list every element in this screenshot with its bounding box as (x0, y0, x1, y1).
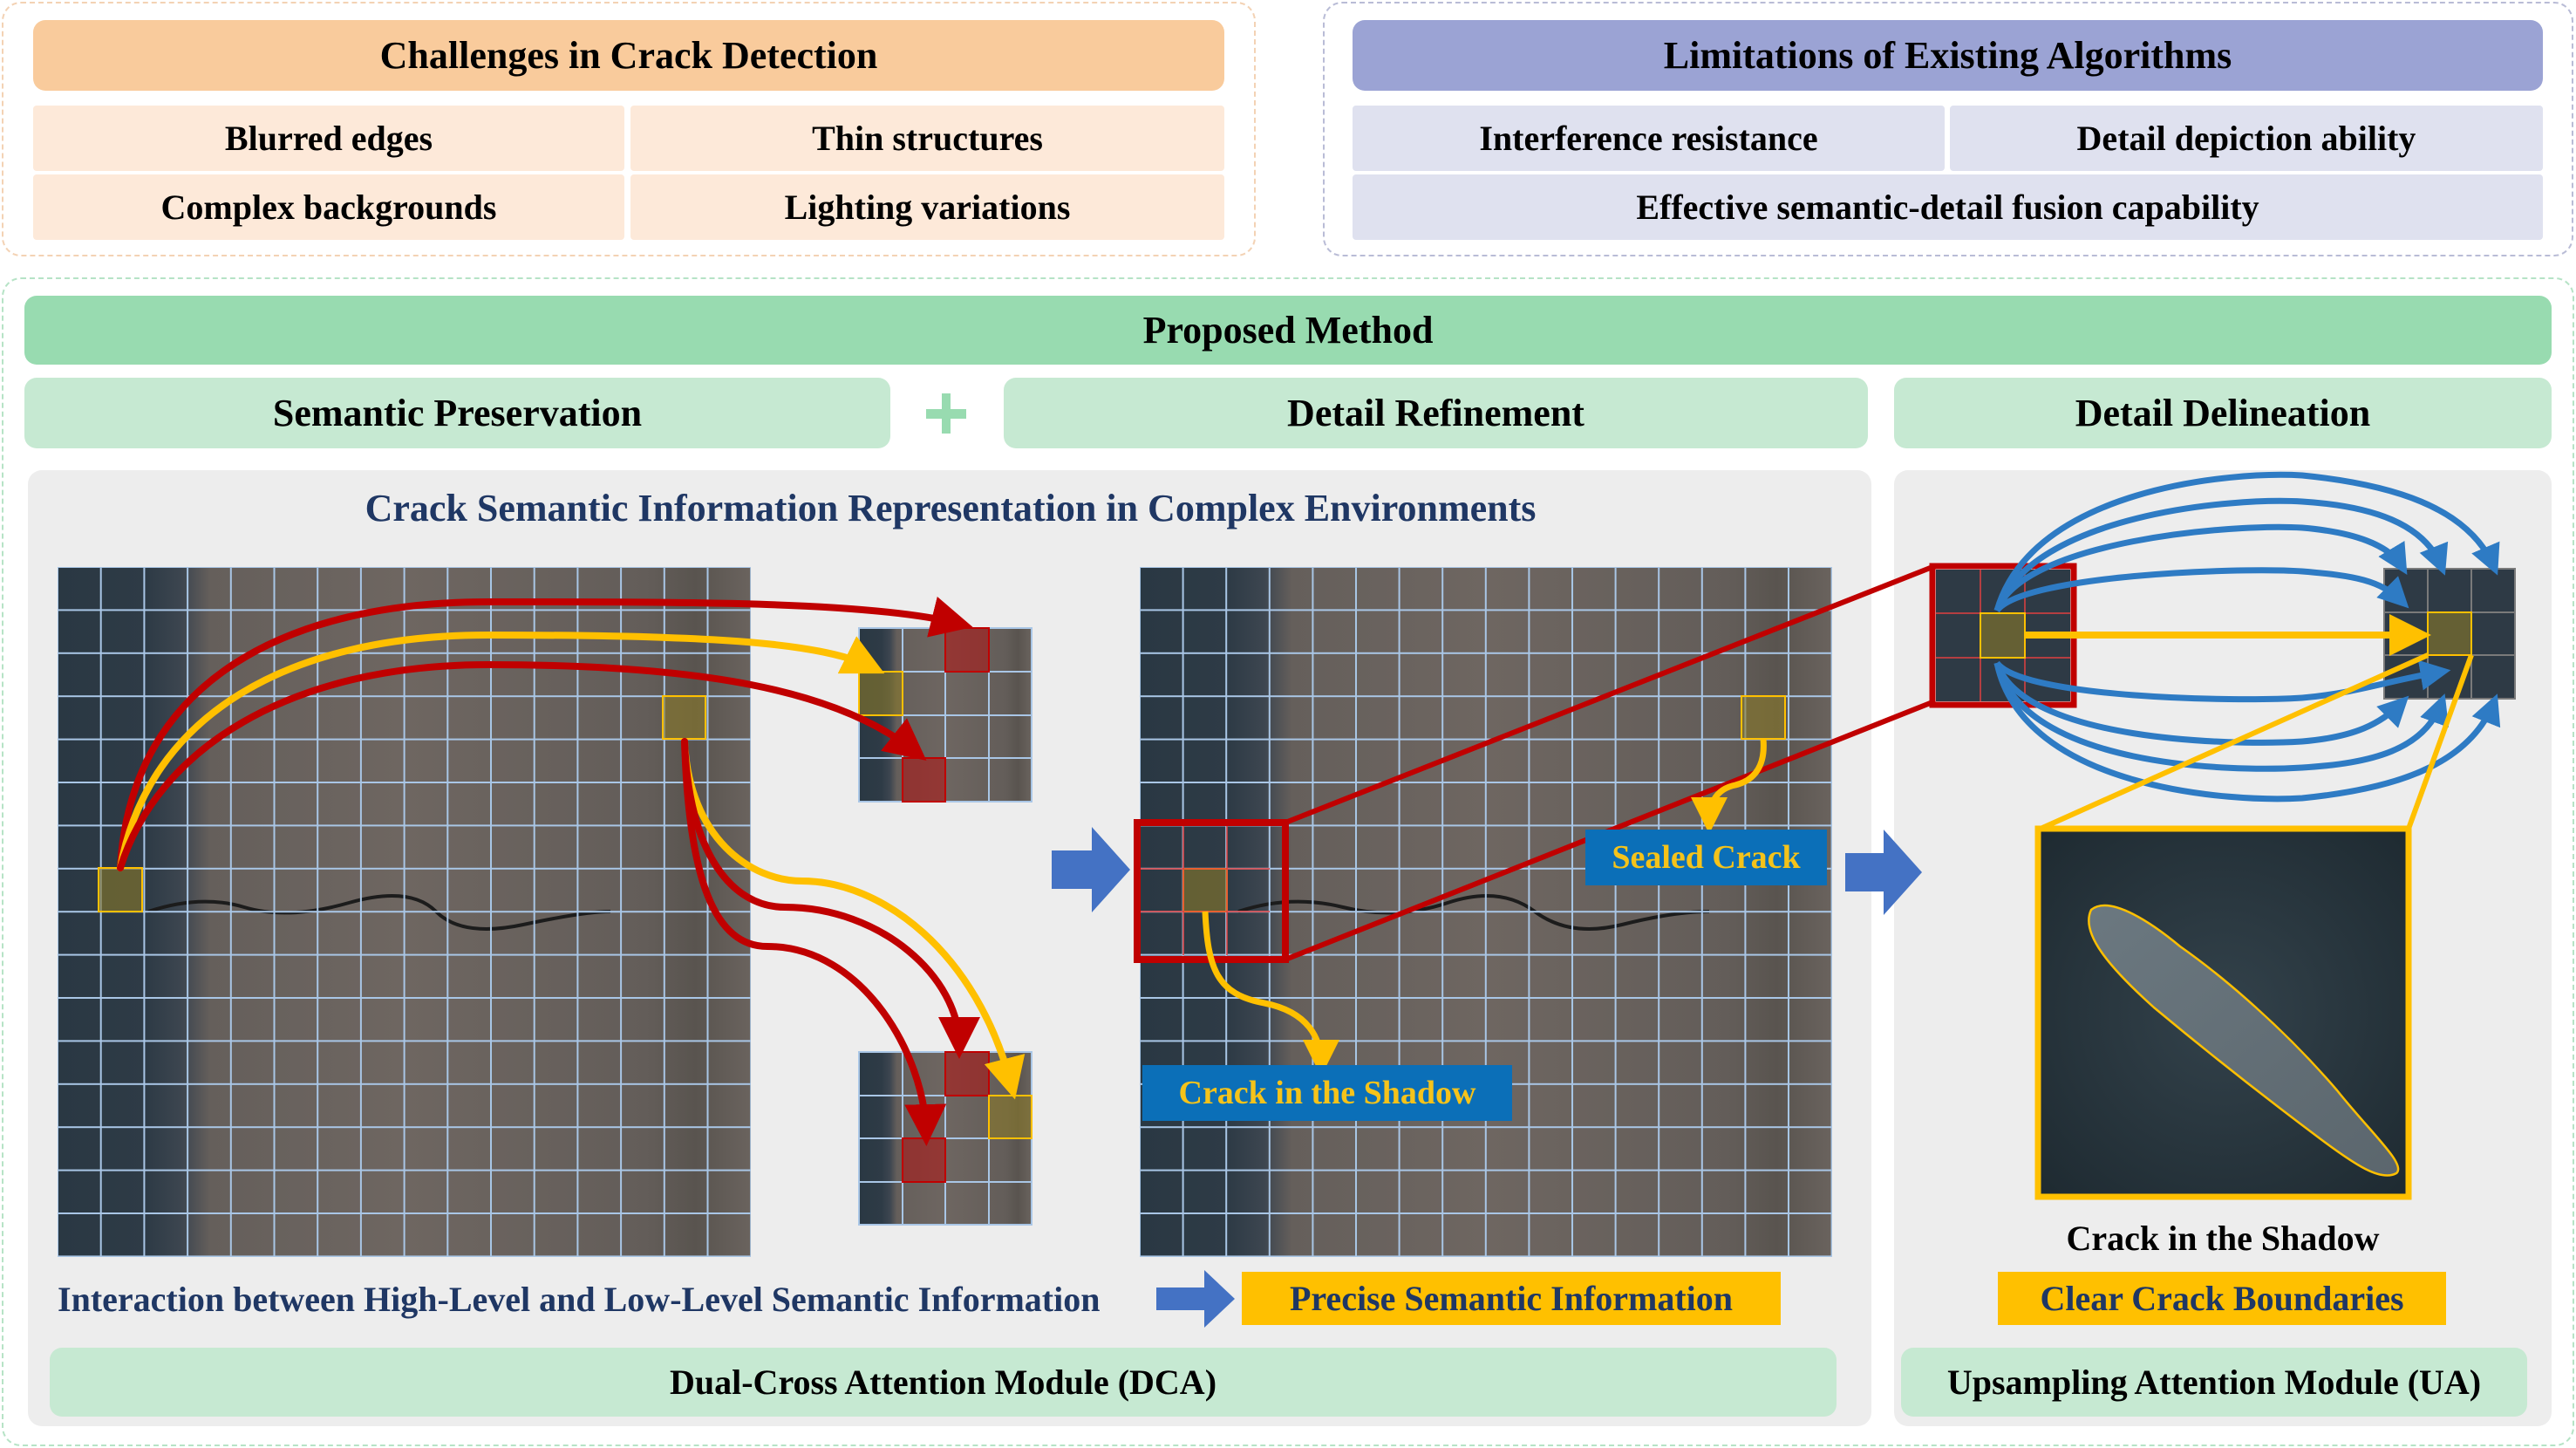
attention-arrow-yellow (117, 631, 885, 871)
zoom-caption: Crack in the Shadow (2066, 1218, 2380, 1258)
attention-arrow-red (117, 596, 973, 871)
dca-module-label: Dual-Cross Attention Module (DCA) (50, 1348, 1837, 1417)
callout-sealed-crack: Sealed Crack (1585, 830, 1827, 885)
input-image-left (58, 567, 751, 1257)
callout-arrow (1691, 738, 1767, 834)
limitation-item: Detail depiction ability (1950, 106, 2543, 171)
limitation-item: Interference resistance (1353, 106, 1945, 171)
challenge-item: Lighting variations (630, 174, 1224, 240)
stage-detail-delineation: Detail Delineation (1894, 378, 2552, 448)
callout-arrow (1202, 911, 1339, 1076)
upsample-arrow (1993, 497, 2449, 612)
attention-grid-bottom (858, 1051, 1032, 1226)
ua-module-label: Upsampling Attention Module (UA) (1901, 1348, 2527, 1417)
upsample-arrow (1993, 471, 2500, 611)
limitations-title: Limitations of Existing Algorithms (1353, 20, 2543, 91)
callout-crack-in-shadow: Crack in the Shadow (1142, 1065, 1512, 1121)
clear-boundaries-badge: Clear Crack Boundaries (1998, 1272, 2446, 1325)
challenges-title: Challenges in Crack Detection (33, 20, 1224, 91)
limitations-panel (1323, 2, 2573, 256)
query-patch (662, 695, 706, 740)
dca-section-title: Crack Semantic Information Representatio… (365, 486, 1537, 529)
attention-arrow-red (681, 738, 980, 1059)
challenge-item: Complex backgrounds (33, 174, 624, 240)
attention-arrow-yellow (681, 738, 1026, 1100)
challenge-item: Blurred edges (33, 106, 624, 171)
attention-arrow-red (681, 738, 947, 1146)
stage-detail-refinement: Detail Refinement (1004, 378, 1868, 448)
interaction-caption: Interaction between High-Level and Low-L… (58, 1280, 1101, 1319)
flow-arrow-icon (1052, 827, 1130, 912)
attention-grid-top (858, 627, 1032, 803)
stage-semantic-preservation: Semantic Preservation (24, 378, 890, 448)
precise-semantic-badge: Precise Semantic Information (1242, 1272, 1781, 1325)
flow-arrow-icon (1845, 830, 1922, 915)
upsample-arrow (1993, 662, 2501, 803)
upsample-arrow (1993, 661, 2409, 746)
plus-icon (926, 393, 966, 434)
upsample-arrow (1993, 523, 2408, 612)
method-title: Proposed Method (24, 296, 2552, 365)
zoomed-crack-view (2034, 825, 2412, 1200)
upsample-arrow (1994, 659, 2451, 703)
challenges-panel (2, 2, 1256, 256)
attention-arrow-red (117, 660, 927, 871)
crack-boundary (2088, 904, 2400, 1177)
upsample-arrow (1994, 567, 2409, 613)
challenge-item: Thin structures (630, 106, 1224, 171)
method-panel (2, 277, 2574, 1446)
limitation-item: Effective semantic-detail fusion capabil… (1353, 174, 2543, 240)
result-arrow-icon (1156, 1270, 1235, 1328)
upsample-arrow (1993, 662, 2450, 772)
input-image-middle (1134, 567, 1832, 1257)
query-patch (98, 867, 143, 912)
